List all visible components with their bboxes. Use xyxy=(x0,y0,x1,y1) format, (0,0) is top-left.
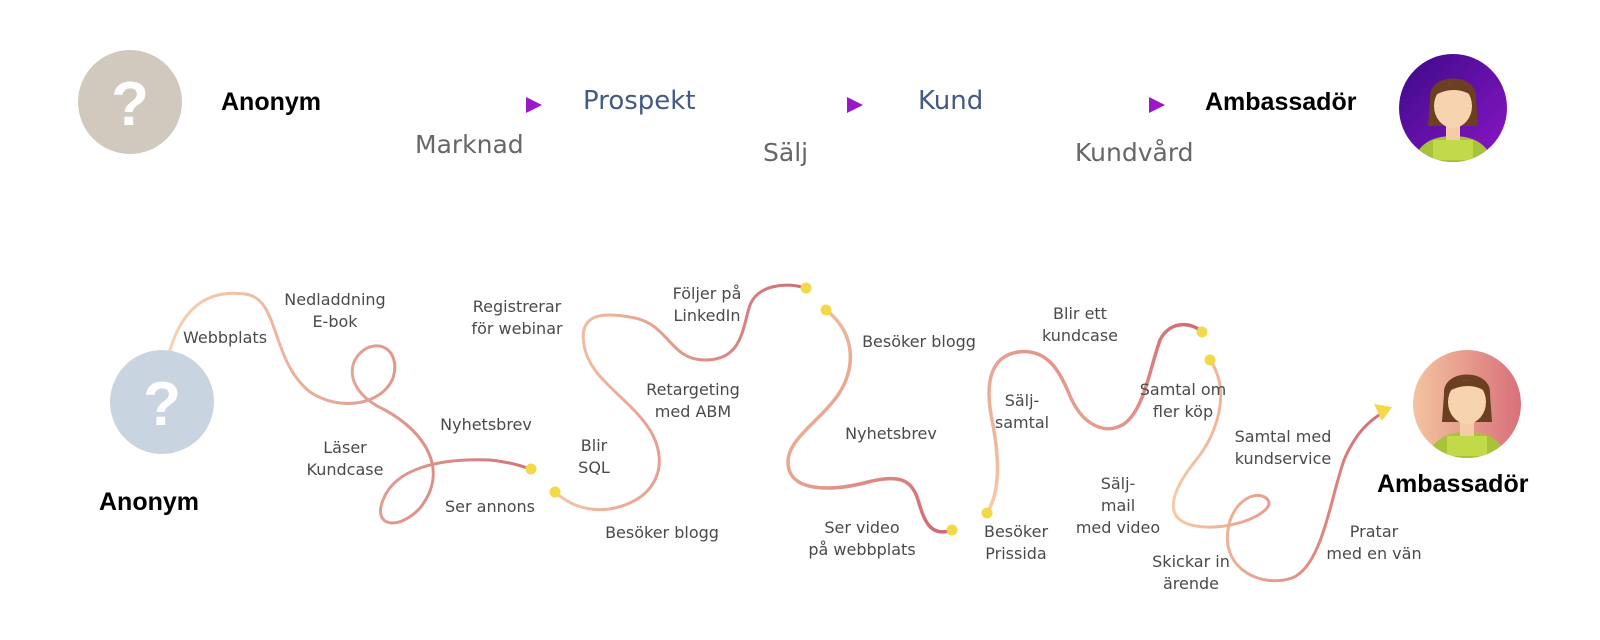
funnel-end-label: Ambassadör xyxy=(1205,88,1357,116)
anonymous-circle-bottom xyxy=(110,350,214,454)
touchpoint-blir-kundcase: Blir ett kundcase xyxy=(1042,304,1118,345)
touchpoint-laser-kundcase: Läser Kundcase xyxy=(306,438,384,479)
journey-end-arrowhead xyxy=(1374,404,1392,421)
touchpoint-nyhetsbrev-1: Nyhetsbrev xyxy=(440,415,532,434)
person-avatar-icon xyxy=(1399,54,1507,162)
funnel-arrow-2 xyxy=(725,97,863,113)
touchpoint-nyhetsbrev-2: Nyhetsbrev xyxy=(845,424,937,443)
journey-start-label: Anonym xyxy=(99,488,199,516)
touchpoint-foljer-linkedin: Följer på LinkedIn xyxy=(672,284,742,325)
touchpoint-samtal-kundservice: Samtal med kundservice xyxy=(1234,427,1332,468)
dept-marknad: Marknad xyxy=(415,130,524,159)
touchpoint-retargeting: Retargeting med ABM xyxy=(646,380,740,421)
funnel-stage-kund: Kund xyxy=(918,86,984,116)
touchpoint-dot xyxy=(525,463,537,475)
touchpoint-ser-video: Ser video på webbplats xyxy=(808,518,916,559)
dept-kundvard: Kundvård xyxy=(1075,138,1194,167)
journey-end-label: Ambassadör xyxy=(1377,470,1529,498)
touchpoint-skickar-arende: Skickar in ärende xyxy=(1152,552,1230,593)
anonymous-circle-top xyxy=(78,50,182,154)
touchpoint-nedladdning: Nedladdning E-bok xyxy=(284,290,386,331)
touchpoint-dot xyxy=(549,486,561,498)
touchpoint-dot xyxy=(1196,326,1208,338)
funnel-stage-prospekt: Prospekt xyxy=(583,86,696,116)
journey-path-segment-3 xyxy=(786,308,954,534)
touchpoint-dot xyxy=(820,304,832,316)
funnel-start-label: Anonym xyxy=(221,88,321,116)
touchpoint-salj-samtal: Sälj- samtal xyxy=(994,391,1050,432)
person-avatar-icon xyxy=(1413,350,1521,458)
touchpoint-besoker-prissida: Besöker Prissida xyxy=(983,522,1049,563)
journey-path-segment-4 xyxy=(985,323,1204,515)
touchpoint-webbplats: Webbplats xyxy=(182,328,268,347)
touchpoint-dot xyxy=(981,507,993,519)
touchpoint-pratar-med-van: Pratar med en vän xyxy=(1326,522,1422,563)
touchpoint-dot xyxy=(1204,354,1216,366)
touchpoint-dot xyxy=(800,282,812,294)
question-mark-icon: ? xyxy=(143,370,181,439)
touchpoint-besoker-blogg-2: Besöker blogg xyxy=(862,332,976,351)
touchpoint-salj-mail: Sälj- mail med video xyxy=(1075,474,1161,537)
touchpoint-samtal-fler-kop: Samtal om fler köp xyxy=(1139,380,1227,421)
journey-path-segment-1 xyxy=(168,291,532,525)
touchpoint-besoker-blogg-1: Besöker blogg xyxy=(605,523,719,542)
touchpoint-blir-sql: Blir SQL xyxy=(578,436,610,477)
journey-path-segment-5 xyxy=(1171,358,1386,583)
question-mark-icon: ? xyxy=(111,70,149,139)
touchpoint-ser-annons: Ser annons xyxy=(444,497,536,516)
dept-salj: Sälj xyxy=(763,138,809,167)
journey-path-segment-2 xyxy=(553,283,808,512)
touchpoint-registrerar: Registrerar för webinar xyxy=(471,297,563,338)
funnel-arrow-1 xyxy=(404,97,542,113)
touchpoint-dot xyxy=(946,524,958,536)
funnel-arrow-3 xyxy=(1027,97,1165,113)
